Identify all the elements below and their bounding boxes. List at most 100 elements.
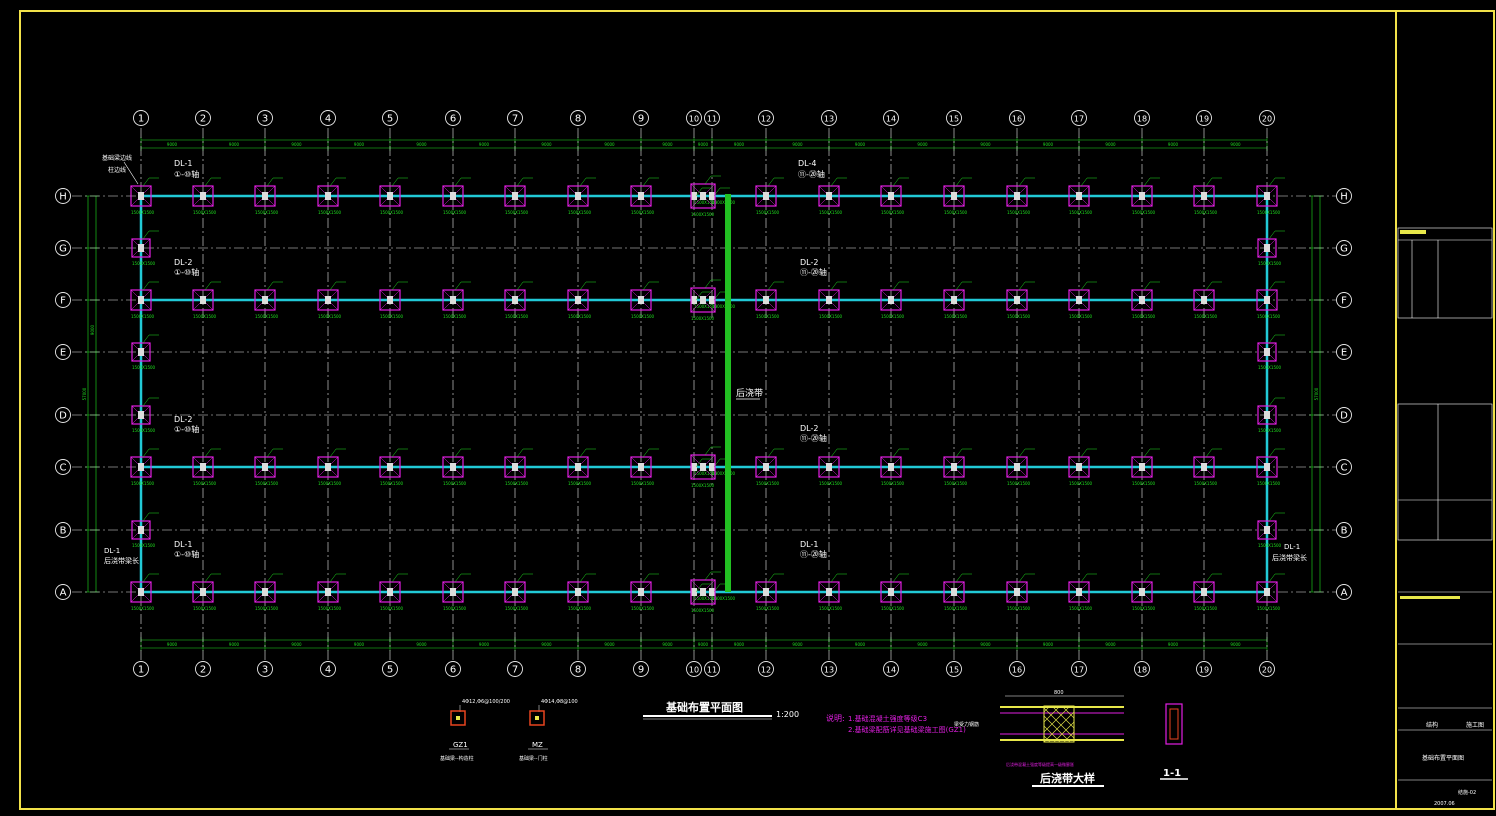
footing-size: 1500X1500	[1194, 314, 1218, 319]
footing-leader	[1143, 281, 1160, 291]
footing-size: 1500X1500	[712, 596, 736, 601]
axis-bubble: B	[55, 522, 71, 538]
footing-size: 1500X1500	[712, 304, 736, 309]
footing: 1500X1500	[254, 281, 283, 319]
drawing-title: 基础布置平面图	[665, 700, 743, 714]
footing-leader	[329, 177, 346, 187]
footing-leader	[1205, 281, 1222, 291]
footing: 1500X1500	[755, 177, 784, 215]
footing-outline	[1256, 581, 1278, 603]
footing-outline	[130, 185, 152, 207]
footing: 1500X1500	[317, 177, 346, 215]
footing-leader	[704, 446, 721, 456]
footing-size: 1500X1500	[131, 314, 155, 319]
footing-size: 1500X1500	[944, 606, 968, 611]
footing-size: 1500X1500	[131, 210, 155, 215]
footing-outline	[504, 289, 526, 311]
footing-size: 1500X1500	[1132, 314, 1156, 319]
footing-leader	[142, 573, 159, 583]
footing: 1500X1500	[1256, 573, 1285, 611]
footing-size: 1500X1500	[819, 606, 843, 611]
detail-post-pour-band: 800 梁受力钢筋 后浇带混凝土强度等级提高一级微膨胀 后浇带大样	[954, 690, 1124, 787]
footing: 1500X1500	[567, 448, 596, 486]
dimension-text: 9000	[917, 642, 928, 647]
drawing-scale: 1:200	[776, 710, 799, 719]
axis-bubble: 12	[758, 110, 774, 126]
foundation-beams	[139, 194, 1269, 594]
axis-label: E	[1341, 348, 1347, 359]
footing-leader	[454, 177, 471, 187]
axis-bubble-circle	[883, 110, 899, 126]
section-box	[529, 710, 545, 726]
column	[826, 296, 832, 304]
axis-label: B	[1341, 526, 1348, 537]
dimension-text: 9000	[167, 142, 178, 147]
column	[1264, 244, 1270, 252]
column	[1014, 463, 1020, 471]
footing: 1500X1500	[504, 448, 533, 486]
notes-label: 说明:	[826, 713, 845, 723]
column	[262, 463, 268, 471]
dimension-text: 9000	[1043, 142, 1054, 147]
footing-outline	[1256, 289, 1278, 311]
axis-label: 19	[1199, 115, 1209, 124]
footing-size: 1500X1500	[691, 316, 715, 321]
footing: 1500X1500	[192, 177, 221, 215]
footing: 1500X1500	[1193, 177, 1222, 215]
footing: 1500X1500	[1131, 573, 1160, 611]
footing-leader	[1268, 334, 1285, 344]
footing-size: 1500X1500	[568, 314, 592, 319]
footing-size: 1500X1500	[318, 314, 342, 319]
axis-bubble-circle	[704, 110, 720, 126]
axis-bubble-circle	[445, 110, 461, 126]
leader-note: 基础梁边线	[102, 154, 132, 162]
axis-bubble: 14	[883, 110, 899, 126]
footing-leader	[1080, 177, 1097, 187]
leader-line	[123, 161, 139, 185]
footing-leader	[204, 573, 221, 583]
footing: 1500X1500	[317, 281, 346, 319]
footing-size: 1500X1500	[505, 210, 529, 215]
footing-size: 1500X1500	[443, 210, 467, 215]
footing: 1500X1500	[131, 334, 159, 370]
footing-leader	[391, 573, 408, 583]
axis-label: 20	[1262, 666, 1272, 675]
footing-size: 1500X1500	[318, 606, 342, 611]
axis-bubble-circle	[1336, 240, 1352, 256]
footing: 1500X1500	[254, 573, 283, 611]
beam-tag-name: DL-2	[800, 424, 818, 433]
column	[1014, 588, 1020, 596]
dimension-text: 9000	[1230, 142, 1241, 147]
footing-outline	[1257, 342, 1277, 362]
footing: 1500X1500	[130, 448, 159, 486]
section-desc: 基础梁--构造柱	[440, 755, 474, 762]
footing-outline	[504, 185, 526, 207]
section-desc: 基础梁--门柱	[519, 755, 548, 762]
column	[709, 588, 715, 596]
detail-left-label: 梁受力钢筋	[954, 721, 979, 728]
footing-outline	[755, 456, 777, 478]
footing-leader	[642, 448, 659, 458]
axis-bubble-circle	[1071, 110, 1087, 126]
footing-leader	[579, 573, 596, 583]
axis-bubble: E	[55, 344, 71, 360]
column	[700, 192, 706, 200]
section-1-1-outline	[1165, 703, 1183, 745]
axis-label: 10	[689, 115, 699, 124]
footing-leader	[266, 281, 283, 291]
footing-outline	[504, 581, 526, 603]
footing-outline	[690, 579, 716, 605]
footing: 1500X1500	[943, 177, 972, 215]
footing-size: 1500X1500	[318, 481, 342, 486]
footing-leader	[142, 397, 159, 407]
footing-outline	[567, 581, 589, 603]
axis-bubble: F	[55, 292, 71, 308]
footing-outline	[567, 456, 589, 478]
footing-leader	[1143, 448, 1160, 458]
footing-leader	[955, 281, 972, 291]
footing-outline	[1131, 289, 1153, 311]
axis-bubble-circle	[195, 661, 211, 677]
column	[325, 588, 331, 596]
footing: 1500X1500	[442, 281, 471, 319]
footing-leader	[579, 448, 596, 458]
